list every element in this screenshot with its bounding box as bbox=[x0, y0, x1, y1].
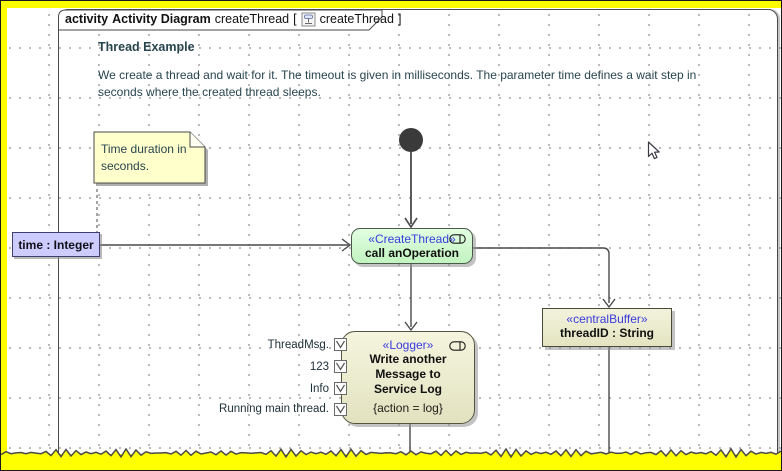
activity-diagram-icon bbox=[301, 12, 316, 27]
input-pin-arrow-icon bbox=[335, 340, 346, 349]
pin-label: 123 bbox=[309, 361, 329, 373]
logger-name-line2: Message to bbox=[375, 367, 441, 381]
input-pin[interactable] bbox=[334, 338, 347, 351]
central-buffer-node[interactable]: «centralBuffer» threadID : String bbox=[542, 308, 672, 347]
create-thread-action[interactable]: «CreateThread» call anOperation bbox=[351, 228, 473, 264]
call-behavior-icon bbox=[449, 341, 466, 351]
activity-parameter-node[interactable]: time : Integer bbox=[12, 232, 100, 257]
input-pin-arrow-icon bbox=[335, 384, 346, 393]
input-pin[interactable] bbox=[334, 403, 347, 416]
input-pin-arrow-icon bbox=[335, 405, 346, 414]
frame-context-name: createThread bbox=[214, 12, 290, 26]
input-pin[interactable] bbox=[334, 382, 347, 395]
input-pin[interactable] bbox=[334, 360, 347, 373]
frame-bracket-close: ] bbox=[397, 12, 402, 26]
frame-diagram-name: Activity Diagram bbox=[112, 12, 211, 26]
logger-constraint: {action = log} bbox=[373, 401, 443, 415]
central-buffer-name: threadID : String bbox=[559, 326, 654, 340]
logger-name-line3: Service Log bbox=[373, 382, 443, 396]
create-thread-name: call anOperation bbox=[364, 246, 460, 260]
logger-action[interactable]: «Logger» Write another Message to Servic… bbox=[341, 331, 475, 424]
create-thread-stereotype: «CreateThread» bbox=[368, 232, 456, 246]
doc-body-line2: seconds where the created thread sleeps. bbox=[98, 85, 321, 99]
central-buffer-stereotype: «centralBuffer» bbox=[566, 312, 648, 326]
frame-keyword: activity bbox=[65, 12, 109, 26]
frame-bracket-open: [ bbox=[293, 12, 297, 26]
note-text: Time duration in seconds. bbox=[101, 142, 187, 173]
pin-label: Info bbox=[309, 383, 329, 395]
mouse-cursor-icon bbox=[647, 141, 660, 160]
doc-body: We create a thread and wait for it. The … bbox=[98, 67, 696, 101]
pin-label: ThreadMsg. bbox=[267, 339, 329, 351]
call-behavior-icon bbox=[449, 234, 466, 244]
note-shape[interactable] bbox=[93, 131, 211, 189]
frame-bracket-diagram: createThread bbox=[319, 12, 394, 26]
doc-title: Thread Example bbox=[98, 40, 195, 54]
pin-label: Running main thread. bbox=[219, 403, 329, 415]
parameter-label: time : Integer bbox=[18, 237, 94, 252]
logger-name-line1: Write another bbox=[369, 352, 447, 366]
input-pin-arrow-icon bbox=[335, 362, 346, 371]
doc-body-line1: We create a thread and wait for it. The … bbox=[98, 68, 697, 82]
logger-stereotype: «Logger» bbox=[382, 338, 434, 352]
frame-label[interactable]: activity Activity Diagram createThread [… bbox=[65, 11, 401, 28]
